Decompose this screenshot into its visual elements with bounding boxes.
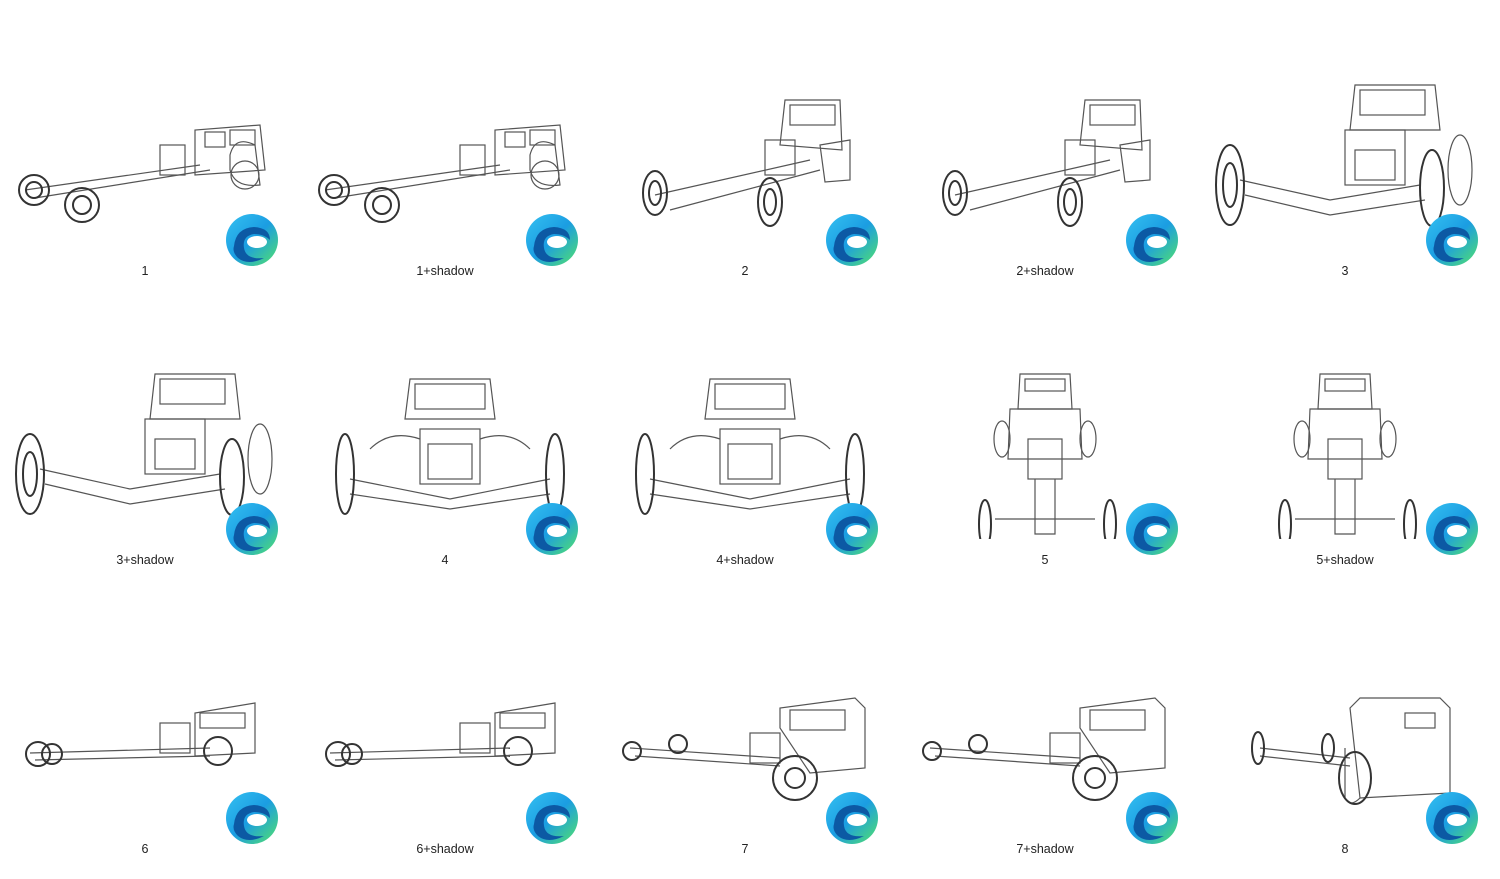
file-thumbnail — [10, 70, 290, 266]
hotrod-three-quarter-view-image — [642, 99, 851, 227]
hotrod-top-front-view-image — [978, 373, 1117, 539]
hotrod-three-quarter-view-image — [942, 99, 1151, 227]
file-thumbnail — [10, 359, 290, 555]
file-item[interactable]: 1 — [0, 0, 300, 289]
hotrod-low-side-view-image — [325, 702, 556, 767]
file-item[interactable]: 4+shadow — [600, 289, 900, 578]
file-thumbnail — [610, 359, 890, 555]
edge-icon — [1426, 503, 1478, 555]
edge-icon — [226, 792, 278, 844]
file-item[interactable]: 3+shadow — [0, 289, 300, 578]
file-name: 2+shadow — [1016, 264, 1074, 278]
file-name: 4+shadow — [716, 553, 774, 567]
edge-icon — [526, 503, 578, 555]
hotrod-side-view-image — [318, 124, 566, 223]
file-thumbnail — [310, 70, 590, 266]
file-name: 5+shadow — [1316, 553, 1374, 567]
file-name: 6+shadow — [416, 842, 474, 856]
file-name: 5 — [1041, 553, 1049, 567]
file-item[interactable]: 3 — [1200, 0, 1500, 289]
file-name: 6 — [141, 842, 149, 856]
file-thumbnail — [610, 70, 890, 266]
file-item[interactable]: 6+shadow — [300, 578, 600, 867]
file-item[interactable]: 5 — [900, 289, 1200, 578]
hotrod-side-view-image — [18, 124, 266, 223]
file-thumbnail — [1210, 648, 1490, 844]
file-name: 7 — [741, 842, 749, 856]
file-thumbnail — [1210, 359, 1490, 555]
edge-icon — [1426, 792, 1478, 844]
file-thumbnail — [1210, 70, 1490, 266]
hotrod-rear-angle-view-image — [922, 697, 1166, 801]
file-name: 1+shadow — [416, 264, 474, 278]
hotrod-front-view-image — [635, 378, 865, 515]
file-thumbnail — [910, 70, 1190, 266]
file-item[interactable]: 8 — [1200, 578, 1500, 867]
file-name: 7+shadow — [1016, 842, 1074, 856]
file-item[interactable]: 5+shadow — [1200, 289, 1500, 578]
edge-icon — [226, 503, 278, 555]
file-thumbnail — [910, 359, 1190, 555]
hotrod-front-angle-view-image — [15, 373, 273, 516]
file-item[interactable]: 6 — [0, 578, 300, 867]
hotrod-rear-angle-view-image — [622, 697, 866, 801]
file-thumbnail — [910, 648, 1190, 844]
file-name: 3 — [1341, 264, 1349, 278]
file-item[interactable]: 2 — [600, 0, 900, 289]
file-thumbnail — [310, 648, 590, 844]
file-name: 2 — [741, 264, 749, 278]
file-item[interactable]: 4 — [300, 289, 600, 578]
edge-icon — [826, 792, 878, 844]
file-item[interactable]: 1+shadow — [300, 0, 600, 289]
file-thumbnail — [310, 359, 590, 555]
edge-icon — [526, 214, 578, 266]
edge-icon — [1126, 792, 1178, 844]
file-name: 4 — [441, 553, 449, 567]
hotrod-front-view-image — [335, 378, 565, 515]
file-thumbnail — [10, 648, 290, 844]
file-name: 3+shadow — [116, 553, 174, 567]
edge-icon — [526, 792, 578, 844]
edge-icon — [1126, 503, 1178, 555]
hotrod-low-side-view-image — [25, 702, 256, 767]
file-name: 1 — [141, 264, 149, 278]
hotrod-top-front-view-image — [1278, 373, 1417, 539]
file-item[interactable]: 7+shadow — [900, 578, 1200, 867]
edge-icon — [826, 214, 878, 266]
edge-icon — [1426, 214, 1478, 266]
file-item[interactable]: 2+shadow — [900, 0, 1200, 289]
file-item[interactable]: 7 — [600, 578, 900, 867]
edge-icon — [1126, 214, 1178, 266]
edge-icon — [826, 503, 878, 555]
file-thumbnail — [610, 648, 890, 844]
hotrod-rear-view-image — [1251, 697, 1451, 805]
edge-icon — [226, 214, 278, 266]
file-name: 8 — [1341, 842, 1349, 856]
